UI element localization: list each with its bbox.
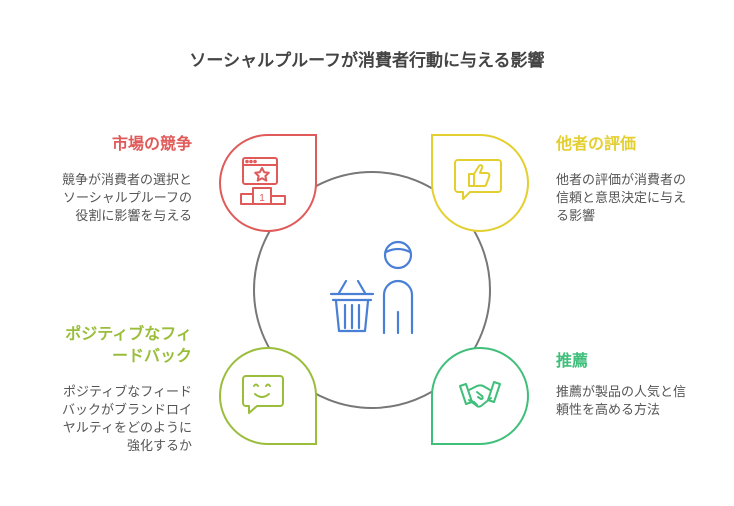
recommendation-description: 推薦が製品の人気と信 頼性を高める方法 (556, 384, 686, 420)
evaluation-line: 信頼と意思決定に与え (556, 191, 687, 206)
competition-line: 競争が消費者の選択と (61, 173, 192, 188)
feedback-heading-line: ポジティブなフィ (65, 324, 192, 343)
smile-chat-icon (242, 375, 284, 414)
page-title: ソーシャルプルーフが消費者行動に与える影響 (189, 51, 545, 71)
feedback-description: ポジティブなフィード バックがブランドロイ ヤルティをどのように 強化するか (62, 384, 192, 456)
feedback-heading-line: ードバック (111, 346, 192, 365)
feedback-petal (219, 347, 318, 445)
competition-line: 役割に影響を与える (75, 209, 192, 224)
center-ring (253, 171, 491, 409)
recommendation-heading: 推薦 (556, 351, 589, 370)
podium-number: 1 (259, 193, 265, 204)
thumbs-up-icon (454, 159, 502, 200)
feedback-line: ポジティブなフィード (63, 385, 192, 400)
competition-description: 競争が消費者の選択と ソーシャルプルーフの 役割に影響を与える (62, 172, 192, 226)
evaluation-line: 他者の評価が消費者の (556, 173, 687, 188)
evaluation-heading: 他者の評価 (556, 134, 637, 153)
handshake-icon (459, 381, 501, 408)
feedback-heading: ポジティブなフィ ードバック (65, 323, 192, 367)
feedback-line: バックがブランドロイ (61, 403, 192, 418)
feedback-line: ヤルティをどのように (62, 421, 192, 436)
recommendation-petal (430, 347, 529, 445)
feedback-line: 強化するか (126, 439, 192, 454)
evaluation-petal (430, 134, 529, 232)
shopper-icon (329, 240, 414, 335)
competition-line: ソーシャルプルーフの (63, 191, 192, 206)
evaluation-line: る影響 (556, 209, 596, 224)
recommendation-line: 推薦が製品の人気と信 (556, 385, 687, 400)
recommendation-line: 頼性を高める方法 (556, 403, 661, 418)
evaluation-description: 他者の評価が消費者の 信頼と意思決定に与え る影響 (556, 172, 686, 226)
competition-heading: 市場の競争 (111, 134, 192, 153)
podium-icon: 1 (240, 157, 286, 205)
